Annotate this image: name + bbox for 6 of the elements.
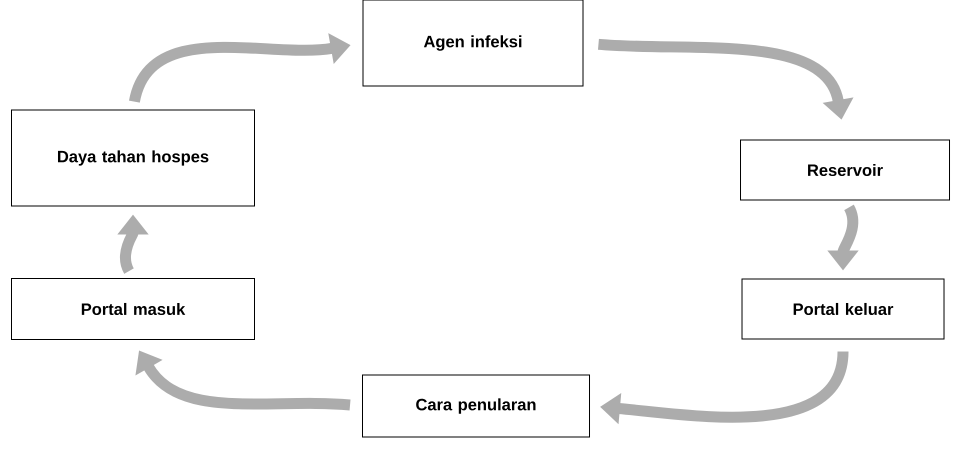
process-box: Daya tahan hospes: [11, 110, 255, 206]
process-box: Cara penularan: [362, 374, 590, 438]
process-box: Portal masuk: [11, 278, 255, 340]
process-box: Agen infeksi: [362, 0, 584, 86]
process-box: Portal keluar: [742, 278, 945, 340]
process-box: Reservoir: [740, 140, 950, 200]
